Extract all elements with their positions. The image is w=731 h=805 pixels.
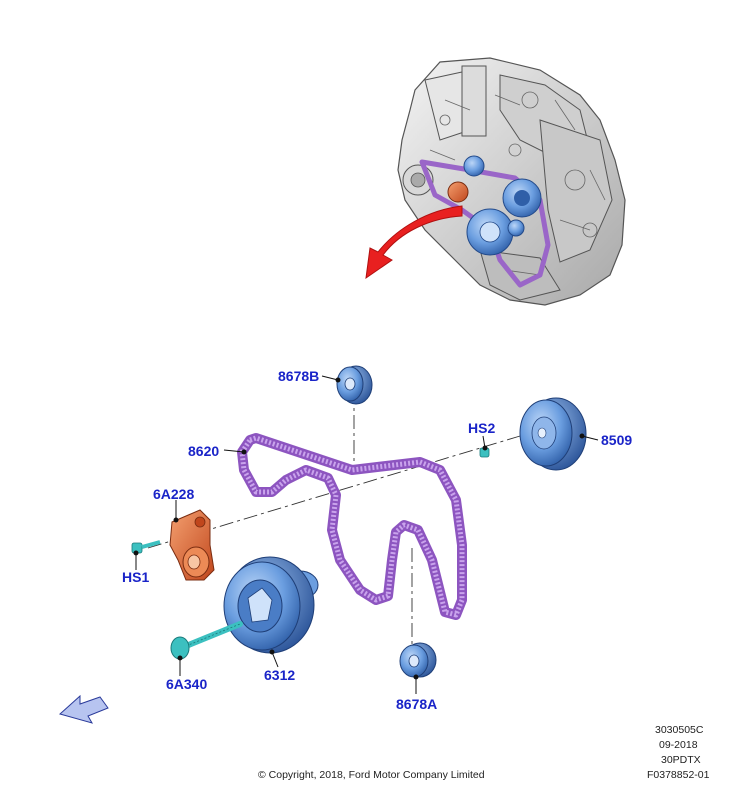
label-bolt-hs1: HS1 [122, 569, 150, 585]
label-alternator-pulley: 8509 [601, 432, 633, 448]
view-direction-arrow-icon [58, 694, 109, 724]
illustration-date: 09-2018 [659, 739, 698, 751]
copyright-notice: © Copyright, 2018, Ford Motor Company Li… [258, 769, 485, 781]
alternator-pulley [519, 397, 587, 471]
illustration-code: 3030505C [655, 724, 704, 736]
figure-id: F0378852-01 [647, 769, 710, 781]
label-tensioner: 6A228 [153, 486, 195, 502]
bolt-6a340 [170, 621, 243, 660]
crankshaft-pulley [223, 556, 319, 654]
illustration-variant-code: 30PDTX [661, 754, 701, 766]
bolt-hs1 [131, 540, 161, 554]
label-idler-upper: 8678B [278, 368, 320, 384]
idler-pulley-upper [336, 365, 373, 405]
label-crank-pulley: 6312 [264, 667, 296, 683]
label-bolt-6a340: 6A340 [166, 676, 208, 692]
rotation-arrow-icon [365, 205, 463, 280]
tensioner [169, 509, 215, 581]
drive-belt [237, 433, 467, 620]
idler-pulley-lower [399, 642, 437, 678]
label-idler-lower: 8678A [396, 696, 438, 712]
label-belt: 8620 [188, 443, 220, 459]
label-bolt-hs2: HS2 [468, 420, 496, 436]
leader-lines [133, 375, 599, 694]
engine-overview [365, 57, 626, 306]
